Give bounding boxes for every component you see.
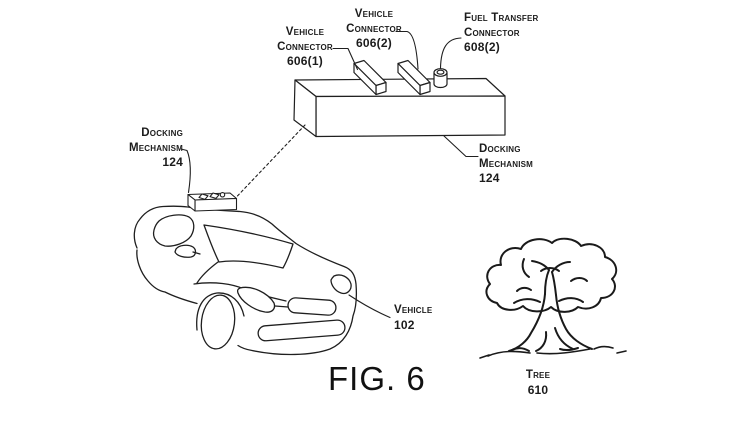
tree-canopy	[486, 239, 616, 312]
leader-docking-mechanism-right	[444, 136, 478, 157]
tree-trunk-up-left	[545, 270, 549, 294]
car-front-fender-arch	[197, 293, 244, 330]
reference-number: 610	[527, 382, 549, 397]
car-body-outline	[134, 206, 356, 354]
car-headlight-link-line	[275, 306, 288, 307]
reference-number: 124	[162, 155, 183, 169]
reference-number: 606(1)	[287, 54, 323, 68]
roof-docking-mechanism-drawing	[188, 193, 237, 211]
label-line: Connector	[464, 26, 520, 39]
car-mirror-stem	[193, 252, 200, 254]
reference-number: 102	[394, 317, 415, 332]
leader-docking-mechanism-left	[181, 149, 190, 193]
tree-branch-left	[514, 299, 540, 303]
cylinder-body	[434, 73, 447, 88]
tree-root-1	[536, 332, 546, 351]
dock-left-face	[294, 80, 316, 137]
tree-ground-tick-left	[480, 355, 489, 358]
label-line: Vehicle	[285, 26, 325, 38]
figure-caption: FIG. 6	[328, 360, 426, 397]
label-line: Vehicle	[354, 8, 394, 20]
car-mirror	[175, 245, 195, 257]
car-headlight-right	[331, 275, 351, 293]
car-hood-crease	[197, 262, 218, 283]
label-vehicle-102: Vehicle 102	[394, 303, 454, 332]
roof-dock-mini-connector-3	[220, 193, 224, 197]
car-drawing	[134, 206, 356, 354]
reference-number: 608(2)	[464, 40, 500, 54]
label-line: Fuel Transfer	[464, 12, 539, 24]
fuel-transfer-connector-drawing	[434, 69, 447, 88]
tree-trunk-right	[556, 295, 592, 349]
tree-trunk-up-right	[552, 272, 556, 295]
vehicle-connector-1-drawing	[354, 61, 386, 95]
tree-fork-right	[552, 262, 570, 272]
tree-canopy-fold-3	[517, 288, 531, 291]
bar1-side	[354, 64, 376, 95]
tree-ground-right	[594, 347, 613, 349]
tree-branch-right	[559, 298, 583, 302]
tree-drawing	[480, 239, 626, 358]
label-line: Connector	[277, 40, 333, 53]
tree-ground-mid	[537, 349, 590, 354]
car-front-wheel	[198, 293, 237, 351]
car-side-window	[154, 215, 194, 246]
label-vehicle-connector-606-1: Vehicle Connector 606(1)	[272, 25, 338, 69]
leader-lines	[181, 32, 478, 318]
roof-dock-left-face	[188, 195, 195, 212]
label-docking-mechanism-left-124: Docking Mechanism 124	[100, 126, 183, 170]
label-line: Tree	[525, 369, 551, 381]
label-line: Connector	[346, 22, 402, 35]
reference-number: 606(2)	[356, 36, 392, 50]
dock-front-face	[316, 96, 505, 137]
roof-dock-mini-connector-1	[199, 194, 208, 199]
roof-dock-mini-connector-2	[210, 193, 219, 198]
car-rear-lower-outline	[137, 250, 197, 304]
cylinder-opening	[437, 70, 444, 74]
leader-vehicle	[349, 295, 390, 318]
tree-root-3	[512, 348, 529, 351]
label-line: Docking	[479, 143, 521, 155]
tree-fork-left	[532, 261, 549, 270]
reference-number: 124	[479, 171, 500, 185]
dock-top-face	[295, 79, 505, 97]
label-tree-610: Tree 610	[506, 368, 570, 397]
docking-mechanism-drawing	[294, 61, 505, 137]
tree-ground-left	[488, 351, 530, 356]
leader-vehicle-connector-1	[333, 49, 358, 70]
car-headlight-left	[238, 287, 275, 312]
tree-canopy-fold-4	[523, 259, 529, 277]
label-line: Vehicle	[394, 304, 433, 316]
tree-root-4	[560, 348, 578, 350]
label-line: Docking	[141, 127, 183, 139]
car-grille	[288, 297, 337, 315]
label-line: Mechanism	[479, 157, 534, 170]
tree-canopy-fold-1	[541, 268, 559, 271]
leader-fuel-transfer-connector	[441, 38, 462, 68]
car-bumper-slot	[258, 320, 346, 342]
tree-canopy-fold-2	[571, 278, 587, 281]
leader-vehicle-connector-2	[396, 32, 418, 70]
car-windshield	[204, 225, 293, 268]
tree-root-2	[555, 328, 573, 349]
label-line: Mechanism	[128, 141, 183, 154]
label-fuel-transfer-connector-608-2: Fuel Transfer Connector 608(2)	[464, 11, 554, 55]
label-vehicle-connector-606-2: Vehicle Connector 606(2)	[342, 7, 406, 51]
roof-dock-front-face	[195, 199, 237, 212]
tree-ground-tick-right	[617, 351, 626, 353]
vehicle-connector-2-drawing	[398, 61, 430, 95]
bar2-side	[398, 64, 420, 95]
label-docking-mechanism-right-124: Docking Mechanism 124	[479, 142, 559, 186]
dashed-connection-line	[236, 125, 305, 198]
